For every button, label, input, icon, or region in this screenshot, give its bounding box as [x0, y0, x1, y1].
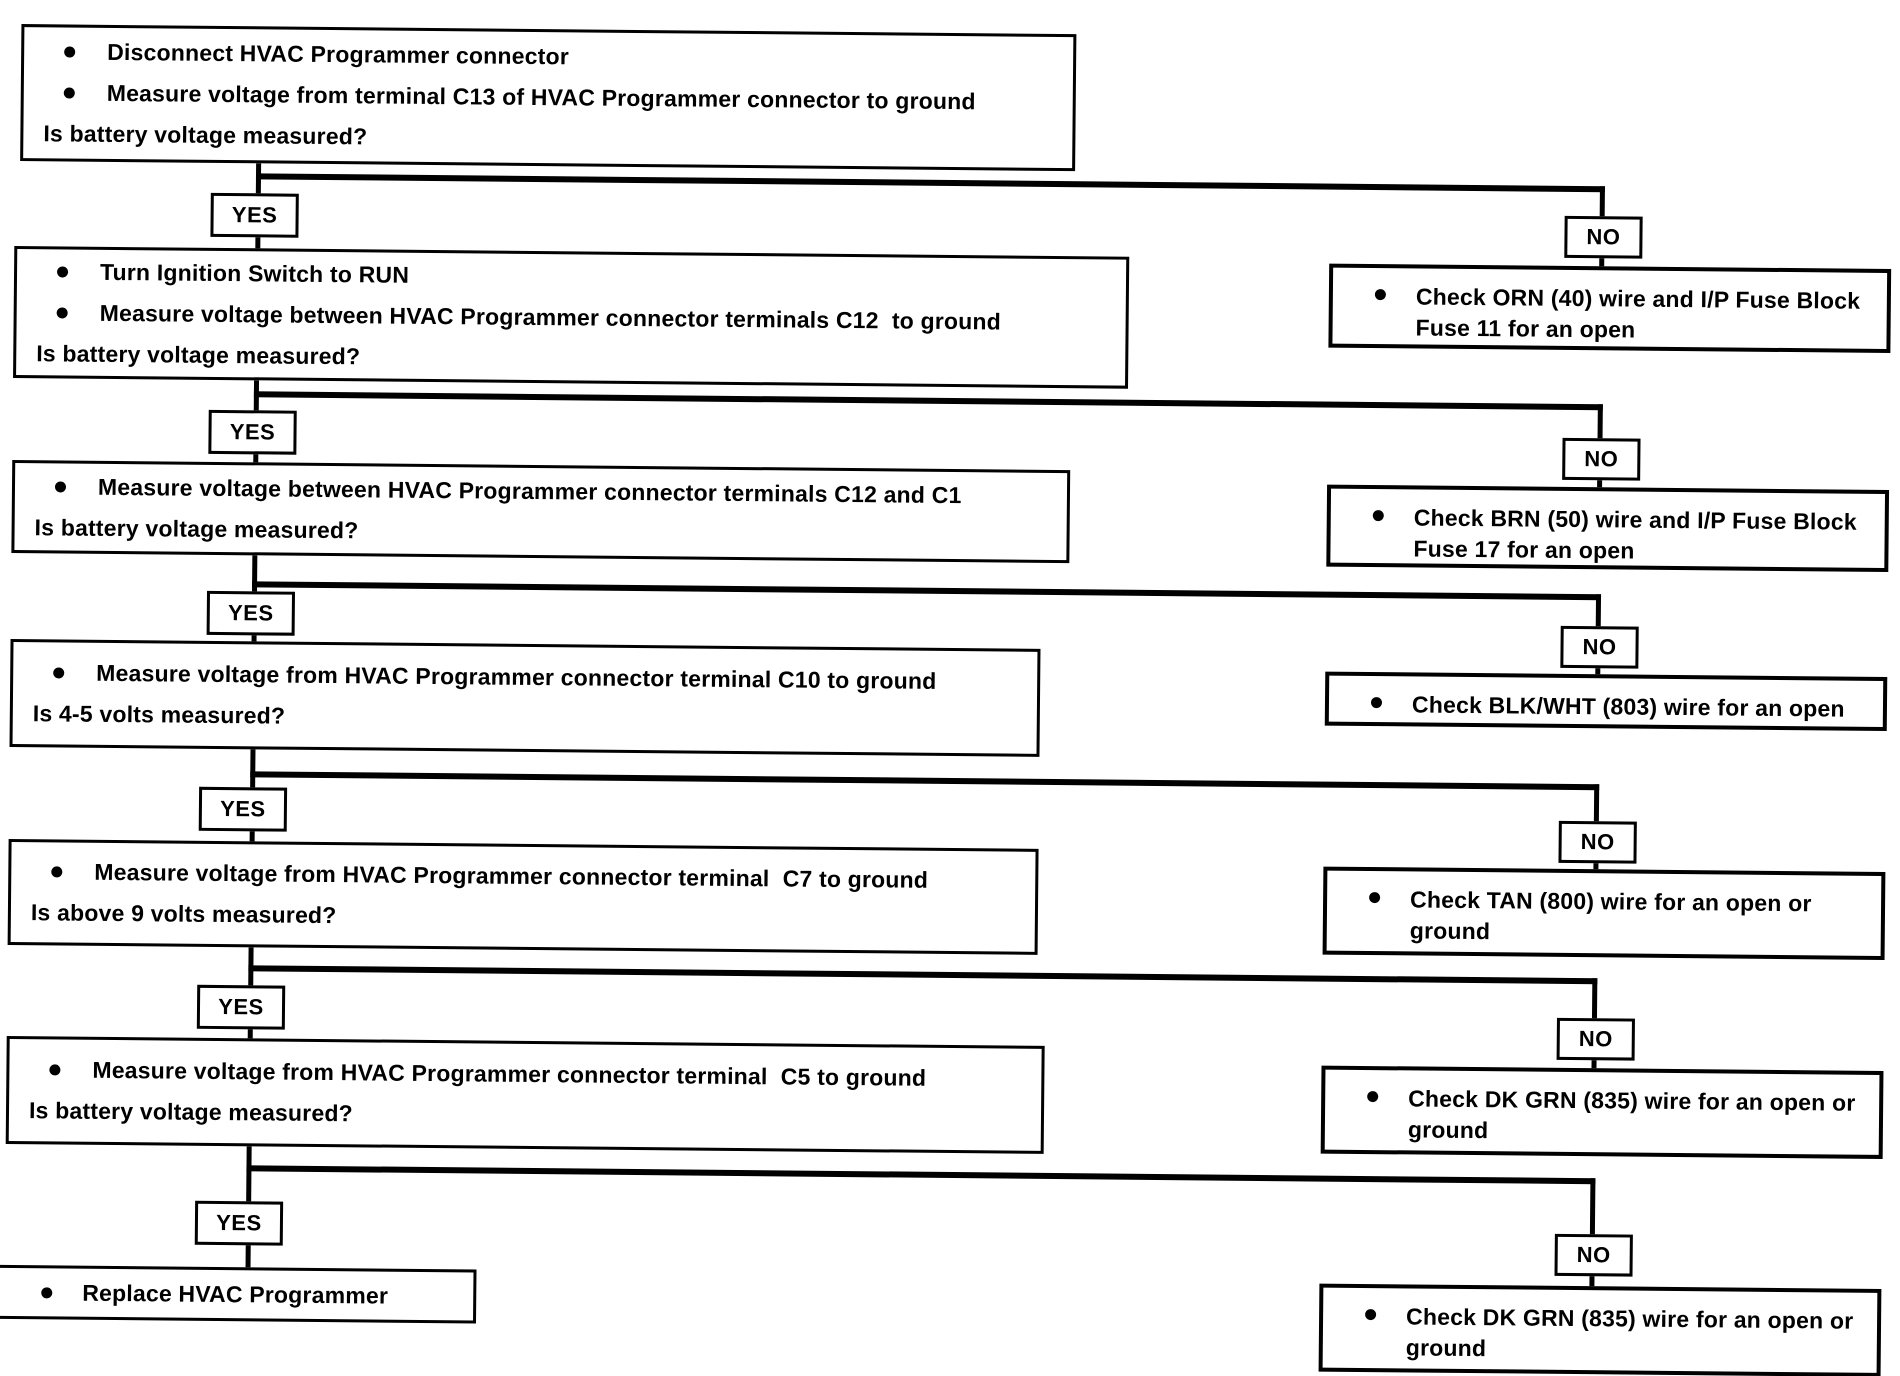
- connector-line: [1593, 784, 1600, 824]
- question-text: Disconnect HVAC Programmer connector: [107, 38, 570, 70]
- yes-box-2: YES: [208, 409, 297, 455]
- question-1-bullet-row: Disconnect HVAC Programmer connector: [34, 38, 1059, 75]
- connector-line: [245, 1243, 251, 1270]
- bullet-icon: [54, 480, 67, 493]
- action-box-6: Check DK GRN (835) wire for an open or g…: [1318, 1283, 1882, 1376]
- question-1-bullet-row: Measure voltage from terminal C13 of HVA…: [34, 79, 1059, 116]
- question-box-4: Measure voltage from HVAC Programmer con…: [9, 638, 1041, 757]
- bullet-icon: [57, 265, 69, 278]
- question-text: Turn Ignition Switch to RUN: [99, 258, 410, 288]
- action-box-4: Check TAN (800) wire for an open or grou…: [1322, 866, 1886, 960]
- no-box-1: NO: [1564, 215, 1643, 259]
- bullet-icon: [56, 306, 68, 319]
- connector-line: [1595, 594, 1602, 629]
- bullet-icon: [63, 87, 75, 99]
- question-4-bullet-row: Measure voltage from HVAC Programmer con…: [23, 659, 1023, 696]
- connector-line: [246, 1146, 252, 1204]
- connector-line: [1599, 186, 1605, 219]
- question-prompt: Is battery voltage measured?: [28, 1097, 354, 1127]
- bullet-icon: [53, 667, 65, 679]
- bullet-icon: [1367, 1091, 1379, 1103]
- question-2-bullet-row: Turn Ignition Switch to RUN: [27, 258, 1112, 295]
- action-text: Check TAN (800) wire for an open or grou…: [1409, 886, 1812, 945]
- action-box-2: Check BRN (50) wire and I/P Fuse Block F…: [1326, 484, 1890, 573]
- question-box-3: Measure voltage between HVAC Programmer …: [11, 459, 1071, 564]
- question-text: Measure voltage from HVAC Programmer con…: [96, 659, 937, 694]
- connector-line: [251, 555, 258, 594]
- question-text: Measure voltage from HVAC Programmer con…: [94, 858, 929, 893]
- bullet-icon: [49, 1064, 61, 1076]
- yes-box-3: YES: [206, 590, 296, 636]
- question-text: Measure voltage from terminal C13 of HVA…: [106, 79, 976, 115]
- yes-box-5: YES: [196, 984, 286, 1030]
- final-action-text: Replace HVAC Programmer: [82, 1279, 389, 1309]
- no-box-2: NO: [1562, 437, 1641, 481]
- connector-line: [1597, 404, 1603, 441]
- connector-line: [250, 771, 1600, 791]
- connector-line: [255, 173, 1605, 193]
- connector-line: [253, 391, 1603, 411]
- question-box-5: Measure voltage from HVAC Programmer con…: [7, 838, 1039, 955]
- question-text: Measure voltage from HVAC Programmer con…: [92, 1056, 927, 1091]
- yes-box-4: YES: [198, 786, 288, 832]
- question-prompt: Is battery voltage measured?: [34, 513, 359, 543]
- question-6-bullet-row: Measure voltage from HVAC Programmer con…: [19, 1056, 1027, 1093]
- yes-box-1: YES: [210, 192, 299, 238]
- connector-line: [1591, 978, 1598, 1021]
- question-text: Measure voltage between HVAC Programmer …: [97, 473, 962, 508]
- action-text: Check DK GRN (835) wire for an open or g…: [1405, 1303, 1854, 1362]
- no-box-3: NO: [1560, 625, 1639, 669]
- question-box-6: Measure voltage from HVAC Programmer con…: [5, 1035, 1045, 1154]
- question-prompt: Is 4-5 volts measured?: [32, 700, 286, 729]
- connector-line: [250, 749, 256, 790]
- action-box-5: Check DK GRN (835) wire for an open or g…: [1320, 1065, 1884, 1159]
- question-prompt: Is battery voltage measured?: [36, 339, 361, 369]
- no-box-6: NO: [1554, 1233, 1633, 1277]
- yes-box-6: YES: [194, 1200, 284, 1246]
- connector-line: [252, 581, 1602, 601]
- connector-line: [1589, 1178, 1596, 1237]
- bullet-icon: [1374, 289, 1386, 301]
- no-box-5: NO: [1556, 1017, 1635, 1061]
- question-5-bullet-row: Measure voltage from HVAC Programmer con…: [21, 858, 1021, 895]
- bullet-icon: [41, 1286, 53, 1298]
- question-prompt: Is above 9 volts measured?: [30, 899, 337, 929]
- action-text: Check ORN (40) wire and I/P Fuse Block F…: [1415, 283, 1861, 343]
- action-text: Check DK GRN (835) wire for an open or g…: [1407, 1085, 1856, 1144]
- connector-line: [248, 965, 1598, 985]
- action-box-1: Check ORN (40) wire and I/P Fuse Block F…: [1328, 263, 1892, 354]
- action-text: Check BRN (50) wire and I/P Fuse Block F…: [1413, 504, 1857, 564]
- question-prompt: Is battery voltage measured?: [43, 120, 368, 150]
- final-action-box: Replace HVAC Programmer: [0, 1264, 477, 1324]
- question-2-bullet-row: Measure voltage between HVAC Programmer …: [27, 299, 1112, 336]
- bullet-icon: [51, 866, 63, 878]
- action-text: Check BLK/WHT (803) wire for an open: [1411, 691, 1845, 722]
- question-box-1: Disconnect HVAC Programmer connector Mea…: [20, 24, 1077, 172]
- bullet-icon: [1365, 1309, 1377, 1321]
- bullet-icon: [64, 46, 76, 58]
- bullet-icon: [1372, 510, 1384, 522]
- action-box-3: Check BLK/WHT (803) wire for an open: [1324, 671, 1888, 731]
- question-3-bullet-row: Measure voltage between HVAC Programmer …: [25, 473, 1053, 510]
- question-box-2: Turn Ignition Switch to RUN Measure volt…: [13, 245, 1130, 389]
- bullet-icon: [1370, 697, 1383, 709]
- no-box-4: NO: [1558, 820, 1637, 864]
- connector-line: [246, 1165, 1596, 1185]
- question-text: Measure voltage between HVAC Programmer …: [99, 299, 1002, 334]
- bullet-icon: [1369, 892, 1381, 904]
